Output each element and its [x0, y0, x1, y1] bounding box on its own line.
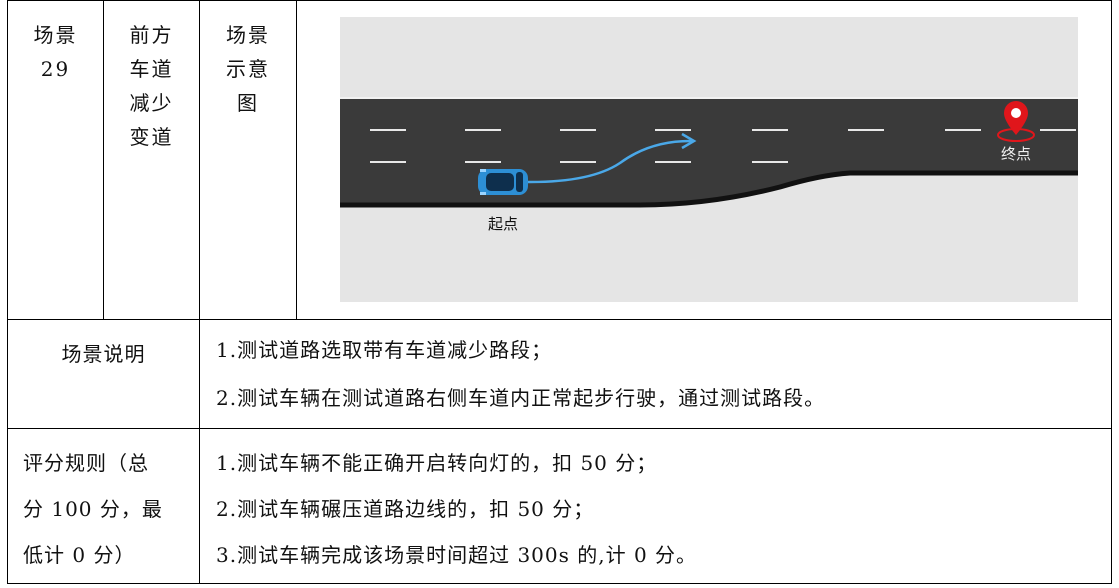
table-border-right	[1111, 0, 1112, 584]
start-label: 起点	[488, 215, 518, 233]
col-divider-2	[199, 0, 200, 584]
road-surface	[340, 97, 1078, 205]
scene-description-item-1: 1.测试道路选取带有车道减少路段；	[216, 338, 553, 362]
diagram-label-line: 场景	[226, 23, 270, 47]
row-divider-1	[7, 319, 1112, 320]
scene-name-line: 车道	[129, 57, 174, 81]
col-divider-3	[296, 0, 297, 320]
end-marker-icon	[997, 101, 1035, 142]
scene-name-line: 变道	[129, 125, 174, 149]
diagram-label-line: 示意	[226, 57, 270, 81]
scoring-rules-label-line-3: 低计 0 分）	[23, 543, 136, 567]
col-divider-1	[103, 0, 104, 320]
path-arrowhead	[681, 132, 697, 150]
diagram-label-line: 图	[237, 91, 259, 115]
vehicle-path	[523, 139, 692, 184]
car-icon	[478, 169, 528, 195]
scoring-rule-1: 1.测试车辆不能正确开启转向灯的，扣 50 分；	[216, 451, 658, 475]
table-border-bottom	[7, 583, 1112, 584]
road-edge-bottom	[340, 170, 1078, 208]
scene-description-label: 场景说明	[61, 342, 146, 366]
table-border-top	[7, 0, 1112, 1]
scenario-diagram: 起点 终点	[340, 17, 1078, 302]
scoring-rule-3: 3.测试车辆完成该场景时间超过 300s 的,计 0 分。	[216, 543, 698, 567]
table-border-left	[7, 0, 8, 584]
scene-id-cell: 场景 29	[8, 18, 103, 86]
row-divider-2	[7, 428, 1112, 429]
scene-id-label: 场景	[33, 23, 78, 47]
end-label: 终点	[1001, 145, 1031, 163]
diagram-label-cell: 场景 示意 图	[200, 18, 296, 120]
scene-name-cell: 前方 车道 减少 变道	[104, 18, 199, 154]
scene-id-number: 29	[40, 57, 71, 81]
scene-description-item-2: 2.测试车辆在测试道路右侧车道内正常起步行驶，通过测试路段。	[216, 386, 826, 410]
scoring-rules-label-line-2: 分 100 分，最	[23, 497, 163, 521]
scene-name-line: 前方	[129, 23, 174, 47]
scoring-rules-label-line-1: 评分规则（总	[23, 451, 149, 475]
scoring-rule-2: 2.测试车辆碾压道路边线的，扣 50 分；	[216, 497, 595, 521]
scene-name-line: 减少	[129, 91, 174, 115]
